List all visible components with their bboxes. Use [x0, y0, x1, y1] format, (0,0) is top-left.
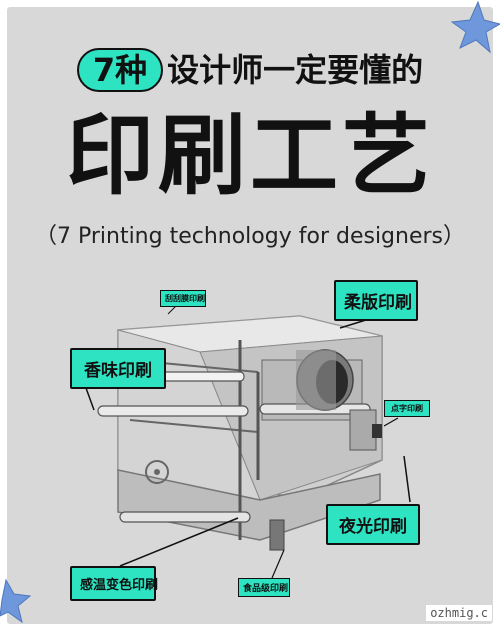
subtitle: （7 Printing technology for designers）: [34, 224, 466, 249]
tag-scented: 香味印刷: [70, 348, 166, 389]
star-icon-top-right: [450, 0, 500, 54]
headline-text: 设计师一定要懂的: [167, 51, 424, 89]
page-title: 印刷工艺: [65, 104, 434, 207]
tag-thermo: 感温变色印刷: [70, 566, 158, 601]
headline: 7种设计师一定要懂的: [0, 48, 500, 92]
count-pill: 7种: [76, 48, 164, 92]
tag-food: 食品级印刷: [238, 578, 290, 597]
tag-scratch: 刮刮膜印刷: [160, 290, 206, 307]
star-icon-bottom-left: [0, 578, 32, 624]
tag-flexo: 柔版印刷: [334, 280, 418, 321]
watermark: ozhmig.c: [426, 605, 492, 621]
tag-glow: 夜光印刷: [326, 504, 420, 545]
tag-spot: 点字印刷: [384, 400, 430, 417]
